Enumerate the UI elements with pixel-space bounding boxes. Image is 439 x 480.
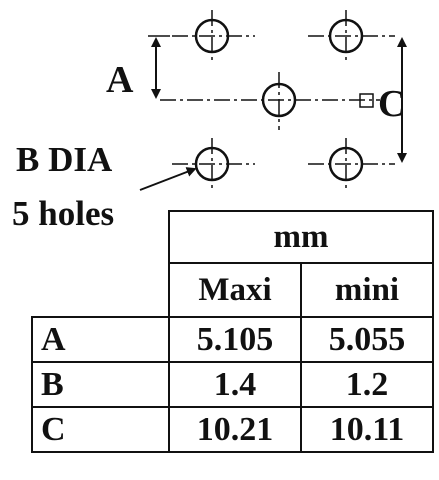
cell-c-maxi: 10.21 xyxy=(168,406,302,453)
cell-b-mini: 1.2 xyxy=(300,361,434,408)
hole-pattern-drawing: A C xyxy=(106,10,407,192)
hole-bottom-left xyxy=(194,146,230,182)
dimension-table: mm Maxi mini A 5.105 5.055 B 1.4 1.2 C 1… xyxy=(31,210,434,453)
dimension-a-label: A xyxy=(106,59,134,101)
table-row: C 10.21 10.11 xyxy=(31,406,434,453)
unit-row: mm xyxy=(32,210,434,264)
column-header-row: Maxi mini xyxy=(32,262,434,318)
cell-a-mini: 5.055 xyxy=(300,316,434,363)
dimension-c-label: C xyxy=(378,83,405,125)
callout-leader-arrow xyxy=(139,167,197,191)
cell-a-maxi: 5.105 xyxy=(168,316,302,363)
cell-b-maxi: 1.4 xyxy=(168,361,302,408)
hole-bottom-right xyxy=(328,146,364,182)
row-label-c: C xyxy=(31,406,170,453)
cell-c-mini: 10.11 xyxy=(300,406,434,453)
row-label-a: A xyxy=(31,316,170,363)
table-row: B 1.4 1.2 xyxy=(31,361,434,408)
callout-b-dia: B DIA xyxy=(16,140,113,179)
hole-top-left xyxy=(194,18,230,54)
square-symbol xyxy=(359,93,374,108)
hole-top-right xyxy=(328,18,364,54)
hole-center xyxy=(261,82,297,118)
column-header-mini: mini xyxy=(300,262,434,318)
row-label-b: B xyxy=(31,361,170,408)
unit-header: mm xyxy=(168,210,434,264)
column-header-maxi: Maxi xyxy=(168,262,302,318)
callout-holes-count: 5 holes xyxy=(12,194,115,233)
table-row: A 5.105 5.055 xyxy=(31,316,434,363)
